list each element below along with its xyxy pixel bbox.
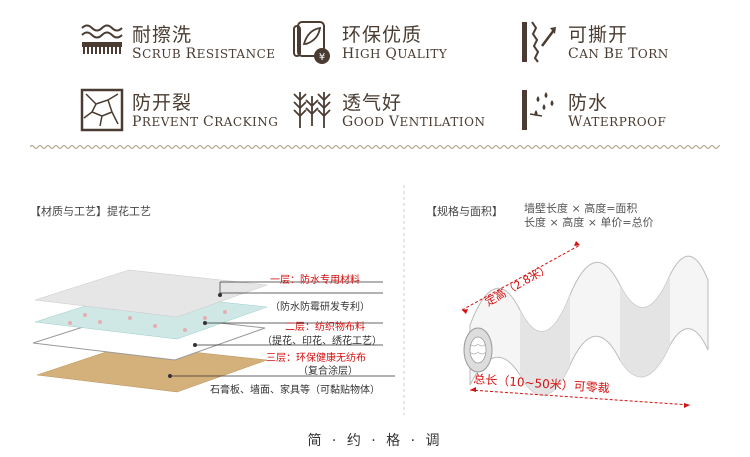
layer-1-waterproof: [34, 269, 268, 318]
waterproof-icon: [522, 90, 554, 130]
layer2-desc: （提花、印花、绣花工艺）: [262, 336, 382, 347]
wallpaper-roll-diagram: [461, 241, 709, 408]
svg-text:¥: ¥: [319, 52, 325, 63]
scrub-icon: [81, 24, 123, 54]
panel-separator: [403, 185, 405, 415]
footer-slogan: 简 · 约 · 格 · 调: [307, 433, 443, 449]
feature-subtitle: GOOD VENTILATION: [342, 114, 486, 130]
base-desc: 石膏板、墙面、家具等（可黏贴物体）: [210, 385, 380, 396]
formula-total: 长度 × 高度 × 单价=总价: [524, 216, 654, 229]
feature-subtitle: HIGH QUALITY: [342, 46, 448, 62]
layer3-title: 三层：环保健康无纺布: [266, 353, 366, 364]
feature-title: 防水: [568, 92, 609, 114]
ventilation-icon: [293, 92, 331, 128]
layer3-desc: （复合涂层）: [298, 366, 358, 377]
feature-high-quality: ¥ 环保优质 HIGH QUALITY: [288, 18, 518, 78]
crack-icon: [80, 88, 124, 132]
formula-area: 墙壁长度 × 高度=面积: [524, 202, 638, 215]
feature-scrub-resistance: 耐擦洗 SCRUB RESISTANCE: [78, 18, 308, 78]
feature-title: 防开裂: [132, 92, 193, 114]
feature-title: 环保优质: [342, 24, 423, 46]
feature-title: 耐擦洗: [132, 24, 193, 46]
feature-subtitle: CAN BE TORN: [568, 46, 669, 62]
feature-subtitle: WATERPROOF: [568, 114, 667, 130]
feature-can-be-torn: 可撕开 CAN BE TORN: [514, 18, 744, 78]
feature-title: 透气好: [342, 92, 403, 114]
tear-icon: [522, 21, 556, 63]
material-layers-diagram: [32, 269, 395, 393]
feature-subtitle: SCRUB RESISTANCE: [132, 46, 276, 62]
feature-subtitle: PREVENT CRACKING: [132, 114, 279, 130]
feature-title: 可撕开: [568, 24, 629, 46]
layer1-title: 一层：防水专用材料: [270, 275, 360, 286]
layer2-title: 二层：纺织物布料: [285, 322, 365, 333]
feature-prevent-cracking: 防开裂 PREVENT CRACKING: [78, 86, 308, 146]
feature-good-ventilation: 透气好 GOOD VENTILATION: [288, 86, 518, 146]
layer1-desc: （防水防霉研发专利）: [270, 302, 370, 313]
material-heading: 【材质与工艺】提花工艺: [30, 205, 151, 218]
eco-quality-icon: ¥: [293, 21, 330, 64]
layer-base-board: [36, 344, 268, 393]
feature-waterproof: 防水 WATERPROOF: [514, 86, 744, 146]
wavy-divider: [30, 144, 720, 150]
spec-heading: 【规格与面积】: [426, 205, 503, 218]
